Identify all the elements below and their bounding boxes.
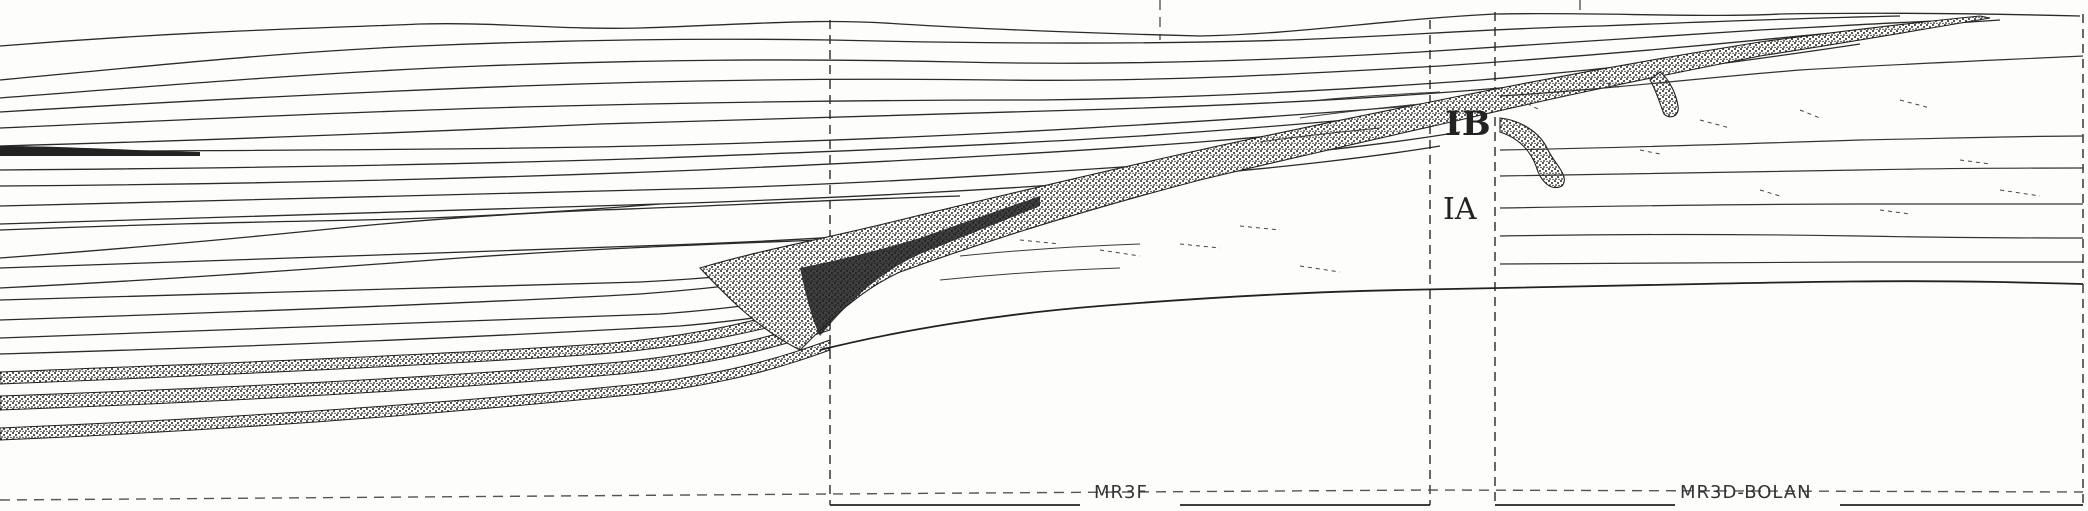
unit-label-ib: IB <box>1445 104 1492 144</box>
main-sandstone-body <box>700 16 1990 350</box>
section-label-mr3d-bolan: MR3D-BOLAN <box>1680 482 1812 503</box>
lower-sandstone-bands <box>0 300 830 440</box>
unit-label-ia: IA <box>1443 192 1477 227</box>
section-label-mr3f: MR3F <box>1094 482 1148 503</box>
bolan-basal-contact <box>820 281 2083 350</box>
